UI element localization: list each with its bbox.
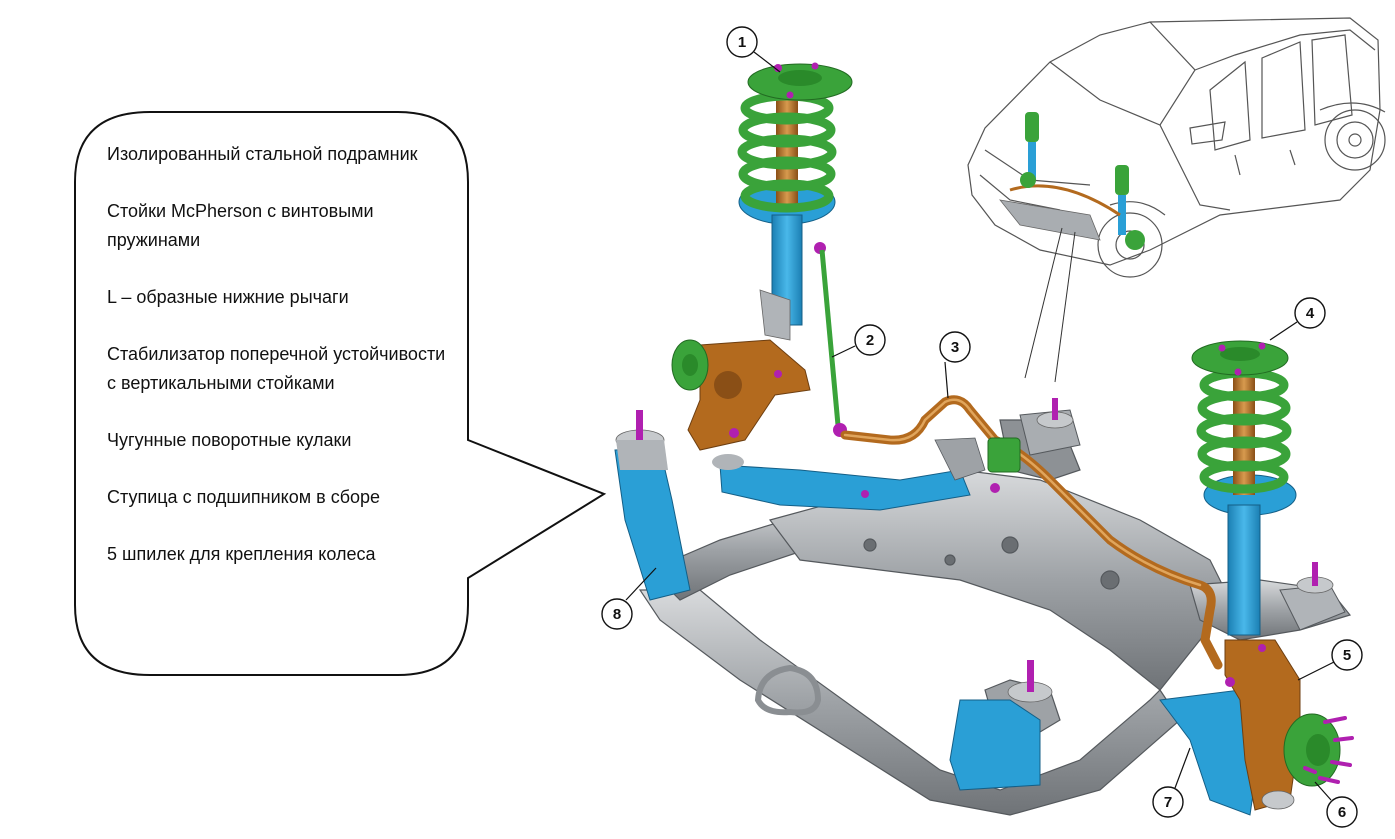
marker-5-label: 5 <box>1343 647 1351 664</box>
right-rear-mount <box>1279 562 1346 631</box>
marker-6: 6 <box>1326 796 1358 828</box>
left-lower-arm <box>712 437 986 511</box>
marker-2: 2 <box>854 324 886 356</box>
stabilizer-link <box>819 249 847 437</box>
feature-stabilizer: Стабилизатор поперечной устойчивости с в… <box>107 344 446 393</box>
marker-7: 7 <box>1152 786 1184 818</box>
rear-left-mount <box>1019 398 1081 456</box>
marker-leaders <box>625 51 1335 801</box>
marker-3-label: 3 <box>951 339 959 356</box>
right-strut-assembly <box>1191 340 1297 636</box>
car-suspension-highlight <box>999 112 1145 250</box>
stabilizer-bushing <box>987 437 1021 493</box>
left-knuckle <box>671 339 811 451</box>
left-strut-assembly <box>737 62 853 341</box>
callout-bubble <box>74 111 607 676</box>
feature-hub-bearing: Ступица с подшипником в сборе <box>107 487 381 507</box>
feature-lower-arms: L – образные нижние рычаги <box>107 287 349 307</box>
car-overview <box>967 17 1386 278</box>
marker-3: 3 <box>939 331 971 363</box>
feature-knuckles: Чугунные поворотные кулаки <box>107 430 352 450</box>
marker-2-label: 2 <box>866 332 874 349</box>
front-centre-mount <box>949 660 1053 791</box>
right-hub <box>1261 713 1354 810</box>
marker-5: 5 <box>1331 639 1363 671</box>
marker-8: 8 <box>601 598 633 630</box>
marker-8-label: 8 <box>613 606 621 623</box>
marker-4-label: 4 <box>1306 305 1315 322</box>
marker-4: 4 <box>1294 297 1326 329</box>
feature-subframe: Изолированный стальной подрамник <box>107 144 418 164</box>
marker-6-label: 6 <box>1338 804 1346 821</box>
feature-list: Изолированный стальной подрамник Стойки … <box>107 140 452 569</box>
marker-7-label: 7 <box>1164 794 1172 811</box>
left-front-mount <box>614 410 691 601</box>
feature-mcpherson-struts: Стойки McPherson с винтовыми пружинами <box>107 201 374 250</box>
marker-1: 1 <box>726 26 758 58</box>
marker-1-label: 1 <box>738 34 746 51</box>
feature-wheel-studs: 5 шпилек для крепления колеса <box>107 544 376 564</box>
